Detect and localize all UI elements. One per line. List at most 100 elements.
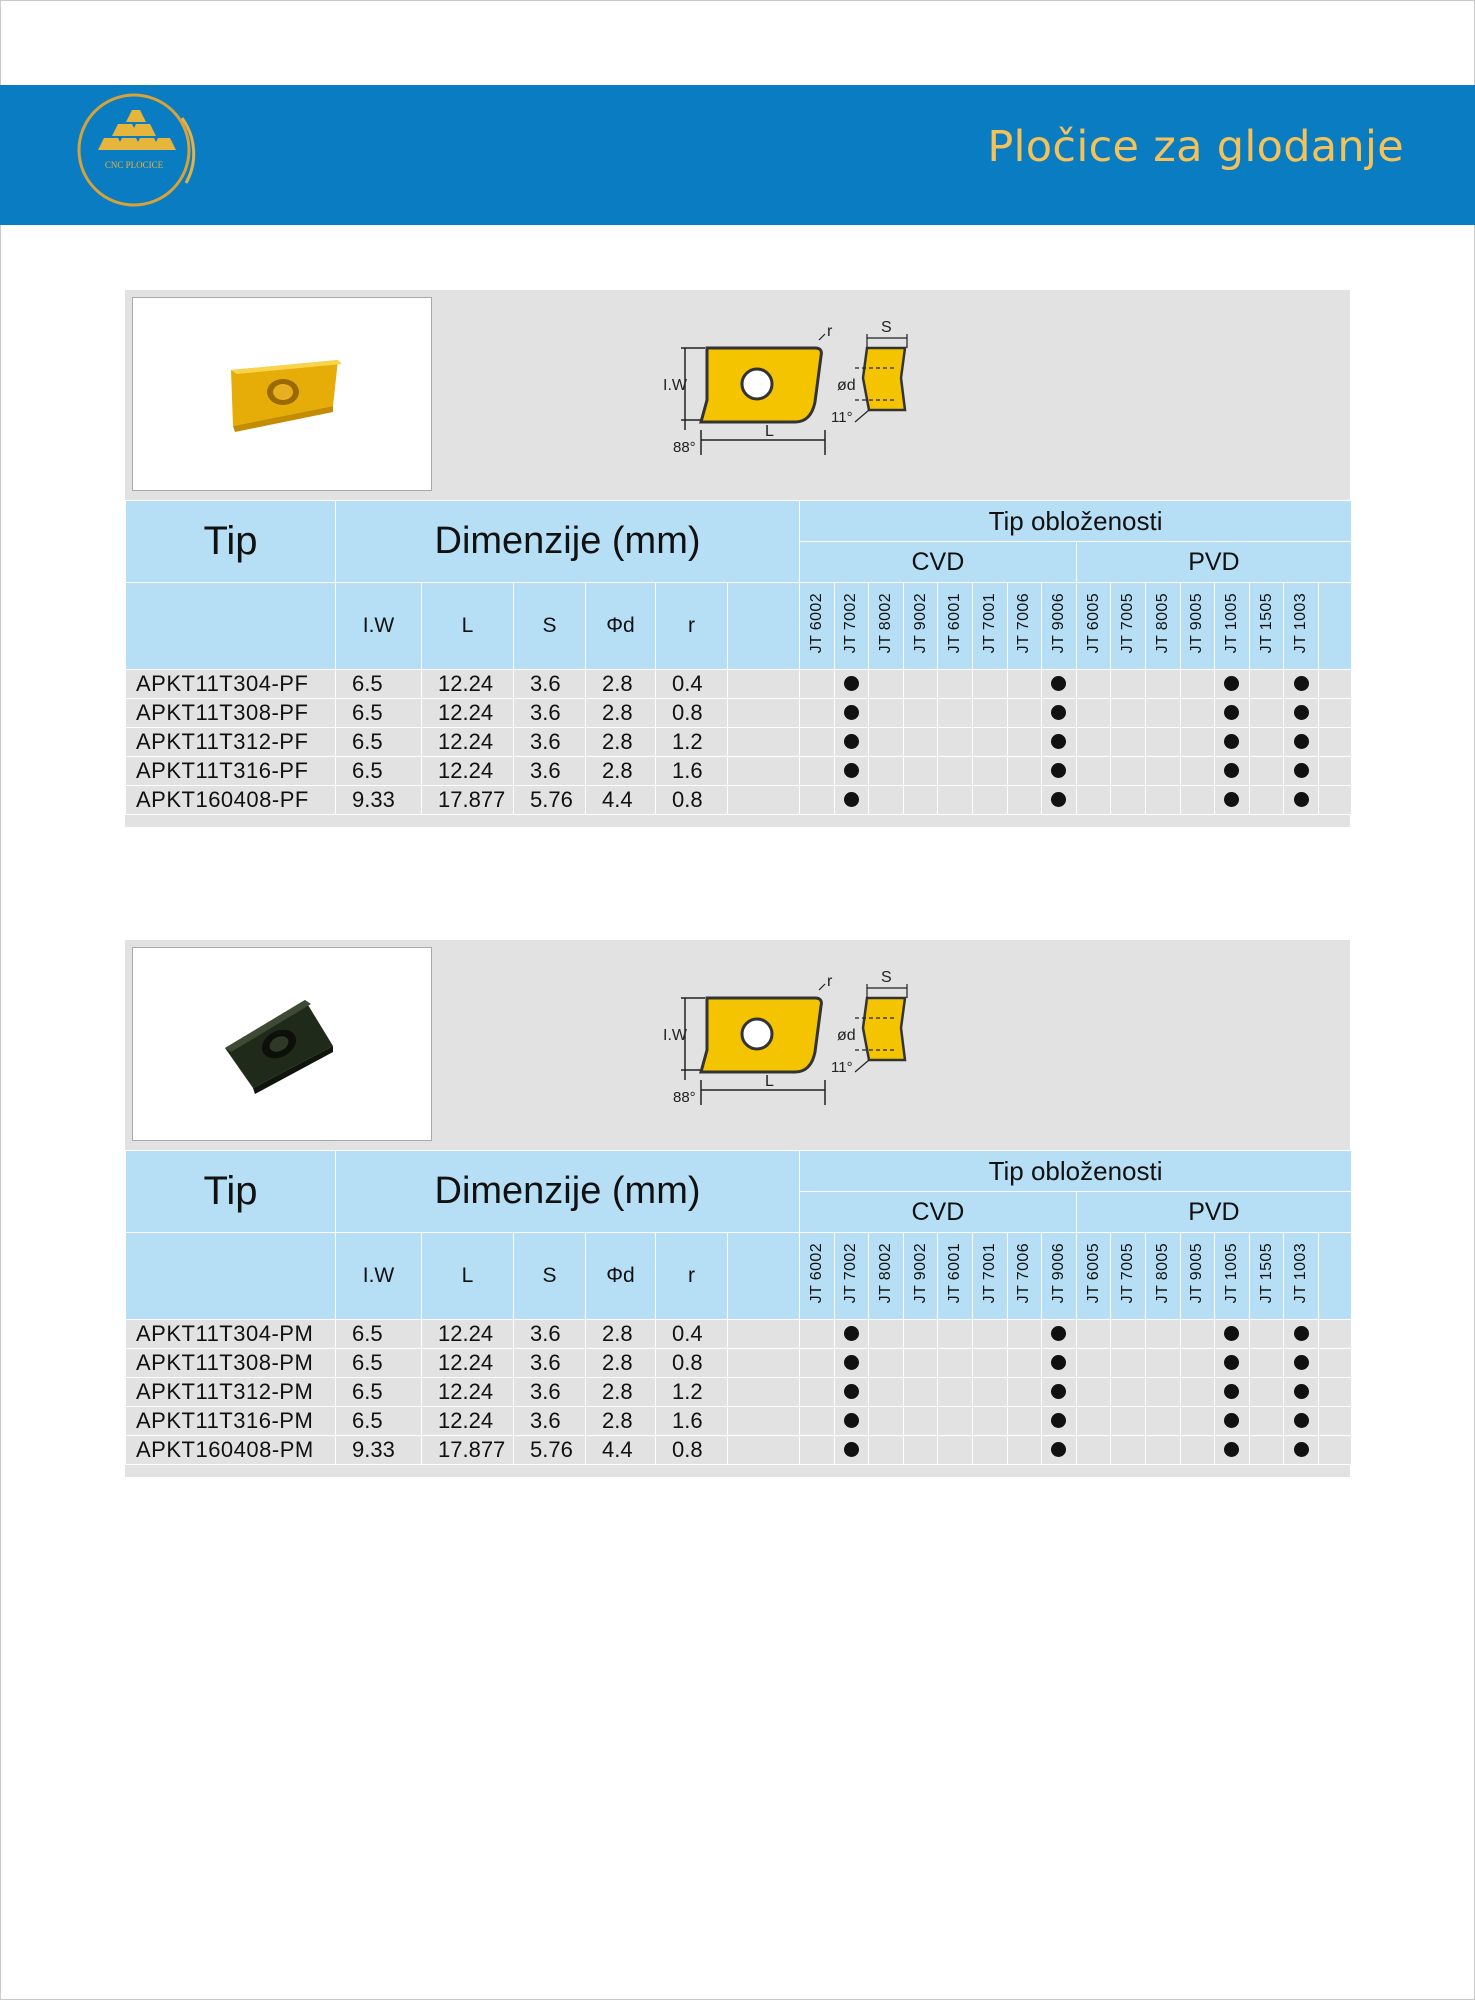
dim-value-iw: 6.5 xyxy=(335,1319,422,1349)
angle88-label: 88° xyxy=(673,439,696,456)
grade-cell xyxy=(1214,1319,1250,1349)
availability-dot xyxy=(843,734,859,749)
grade-cell xyxy=(833,785,870,815)
grade-cell xyxy=(937,1377,973,1407)
header-end xyxy=(1317,1232,1353,1320)
grade-label: JT 1003 xyxy=(1292,1242,1310,1304)
grade-label: JT 1005 xyxy=(1222,1242,1240,1304)
grade-cell xyxy=(902,1348,939,1378)
grade-label: JT 8005 xyxy=(1153,1242,1171,1304)
availability-dot xyxy=(1293,705,1309,720)
dim-value-iw: 6.5 xyxy=(335,1377,422,1407)
insert-dimension-drawing: I.W 88° L r S ød 11° xyxy=(663,969,908,1106)
availability-dot xyxy=(1293,1442,1309,1457)
header-dim-3: Φd xyxy=(585,1232,656,1320)
header-grade-cell: JT 1003 xyxy=(1283,582,1319,670)
grade-cell xyxy=(1110,1406,1146,1436)
grade-cell xyxy=(1110,1348,1146,1378)
product-code: APKT11T312-PF xyxy=(125,727,336,757)
header-blank xyxy=(125,1232,336,1320)
dim-value-r: 1.2 xyxy=(655,727,728,757)
dim-value-iw: 6.5 xyxy=(335,727,422,757)
grade-cell xyxy=(833,669,870,699)
availability-dot xyxy=(1293,763,1309,778)
end-cell xyxy=(1317,785,1353,815)
grade-cell xyxy=(1075,756,1112,786)
header-grade-cell: JT 7001 xyxy=(971,1232,1008,1320)
grade-cell xyxy=(1179,756,1216,786)
grade-cell xyxy=(1283,727,1319,757)
grade-cell xyxy=(799,756,835,786)
product-code: APKT11T312-PM xyxy=(125,1377,336,1407)
grade-cell xyxy=(902,727,939,757)
spacer-cell xyxy=(727,1406,800,1436)
header-grade-cell: JT 6005 xyxy=(1075,1232,1112,1320)
grade-cell xyxy=(1214,669,1250,699)
header-grade-cell: JT 9005 xyxy=(1179,582,1216,670)
hole-diameter-label: ød xyxy=(837,377,856,394)
grade-label: JT 7001 xyxy=(980,592,998,654)
grade-cell xyxy=(1179,1348,1216,1378)
grade-cell xyxy=(1075,1435,1112,1465)
grade-cell xyxy=(971,669,1008,699)
grade-cell xyxy=(1144,785,1181,815)
grade-label: JT 7002 xyxy=(842,592,860,654)
grade-cell xyxy=(1075,727,1112,757)
grade-cell xyxy=(1214,727,1250,757)
header-grade-cell: JT 6002 xyxy=(799,582,835,670)
company-logo: CNC PLOCICE xyxy=(77,93,196,207)
product-code: APKT11T316-PM xyxy=(125,1406,336,1436)
grade-cell xyxy=(937,727,973,757)
dim-value-l: 12.24 xyxy=(421,1348,514,1378)
end-cell xyxy=(1317,698,1353,728)
availability-dot xyxy=(1224,763,1240,778)
header-grade-cell: JT 8002 xyxy=(868,582,904,670)
grade-cell xyxy=(1248,1377,1285,1407)
grade-cell xyxy=(1110,1319,1146,1349)
grade-cell xyxy=(1248,756,1285,786)
dim-value-s: 3.6 xyxy=(513,669,586,699)
grade-cell xyxy=(1248,1435,1285,1465)
end-cell xyxy=(1317,1319,1353,1349)
product-code: APKT11T308-PM xyxy=(125,1348,336,1378)
grade-cell xyxy=(799,727,835,757)
grade-cell xyxy=(1075,698,1112,728)
spacer-cell xyxy=(727,1435,800,1465)
grade-label: JT 6005 xyxy=(1084,592,1102,654)
header-end xyxy=(1317,582,1353,670)
grade-cell xyxy=(868,1319,904,1349)
grade-cell xyxy=(1006,1435,1043,1465)
grade-cell xyxy=(937,756,973,786)
header-grade-cell: JT 8005 xyxy=(1144,1232,1181,1320)
header-tip: Tip xyxy=(125,1150,336,1233)
end-cell xyxy=(1317,756,1353,786)
grade-cell xyxy=(1214,1435,1250,1465)
grade-cell xyxy=(1144,1435,1181,1465)
insert-photo-frame xyxy=(132,947,432,1141)
availability-dot xyxy=(1224,676,1240,691)
grade-cell xyxy=(1006,785,1043,815)
dim-value-l: 12.24 xyxy=(421,727,514,757)
grade-cell xyxy=(1214,1377,1250,1407)
header-dim-1: L xyxy=(421,1232,514,1320)
grade-cell xyxy=(1179,727,1216,757)
dim-value-s: 3.6 xyxy=(513,698,586,728)
grade-label: JT 8002 xyxy=(876,592,894,654)
grade-cell xyxy=(1041,785,1077,815)
product-code: APKT11T304-PF xyxy=(125,669,336,699)
grade-cell xyxy=(1283,1377,1319,1407)
grade-cell xyxy=(1179,1435,1216,1465)
spacer-cell xyxy=(727,698,800,728)
header-grade-cell: JT 9005 xyxy=(1179,1232,1216,1320)
header-spacer xyxy=(727,1232,800,1320)
grade-label: JT 7006 xyxy=(1015,1242,1033,1304)
iw-label: I.W xyxy=(663,377,688,394)
grade-label: JT 6002 xyxy=(807,592,825,654)
grade-cell xyxy=(799,1435,835,1465)
availability-dot xyxy=(843,1442,859,1457)
dim-value-s: 3.6 xyxy=(513,1348,586,1378)
grade-cell xyxy=(868,1377,904,1407)
